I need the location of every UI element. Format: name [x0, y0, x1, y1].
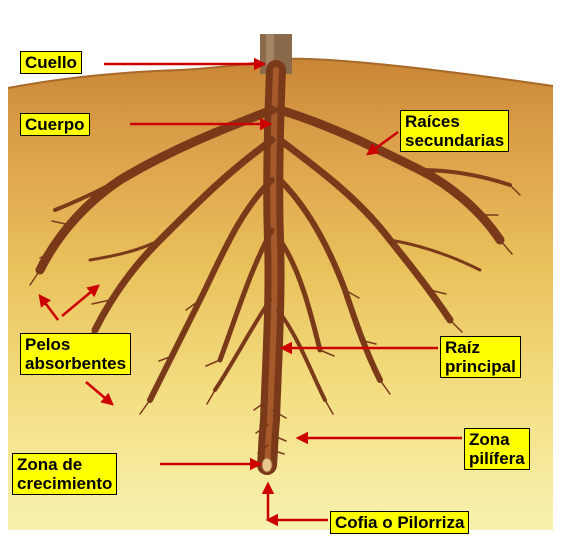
label-raices-line1: Raíces: [405, 112, 460, 131]
label-raiz-line2: principal: [445, 357, 516, 376]
label-cuerpo: Cuerpo: [20, 113, 90, 136]
label-pilifera-line1: Zona: [469, 430, 510, 449]
label-raiz-principal: Raíz principal: [440, 336, 521, 378]
label-cuerpo-text: Cuerpo: [25, 115, 85, 134]
label-pelos-line1: Pelos: [25, 335, 71, 354]
label-pilifera-line2: pilífera: [469, 449, 525, 468]
label-raices-secundarias: Raíces secundarias: [400, 110, 510, 152]
label-raiz-line1: Raíz: [445, 338, 480, 357]
label-crecimiento-line2: crecimiento: [17, 474, 113, 493]
label-cuello: Cuello: [20, 51, 82, 74]
label-cofia: Cofia o Pilorriza: [330, 511, 470, 534]
label-zona-crecimiento: Zona de crecimiento: [12, 453, 118, 495]
label-cofia-text: Cofia o Pilorriza: [335, 513, 465, 532]
arrows: [38, 57, 462, 527]
arrow-pelos-3: [85, 381, 114, 406]
label-zona-pilifera: Zona pilífera: [464, 428, 530, 470]
arrow-pelos-1: [38, 294, 59, 321]
root-system: [29, 60, 521, 475]
label-crecimiento-line1: Zona de: [17, 455, 83, 474]
root-cap: [261, 457, 273, 473]
label-cuello-text: Cuello: [25, 53, 77, 72]
label-pelos-absorbentes: Pelos absorbentes: [20, 333, 132, 375]
arrow-raices-secundarias: [365, 130, 399, 156]
label-raices-line2: secundarias: [405, 131, 505, 150]
arrow-pelos-2: [61, 284, 100, 317]
label-pelos-line2: absorbentes: [25, 354, 127, 373]
